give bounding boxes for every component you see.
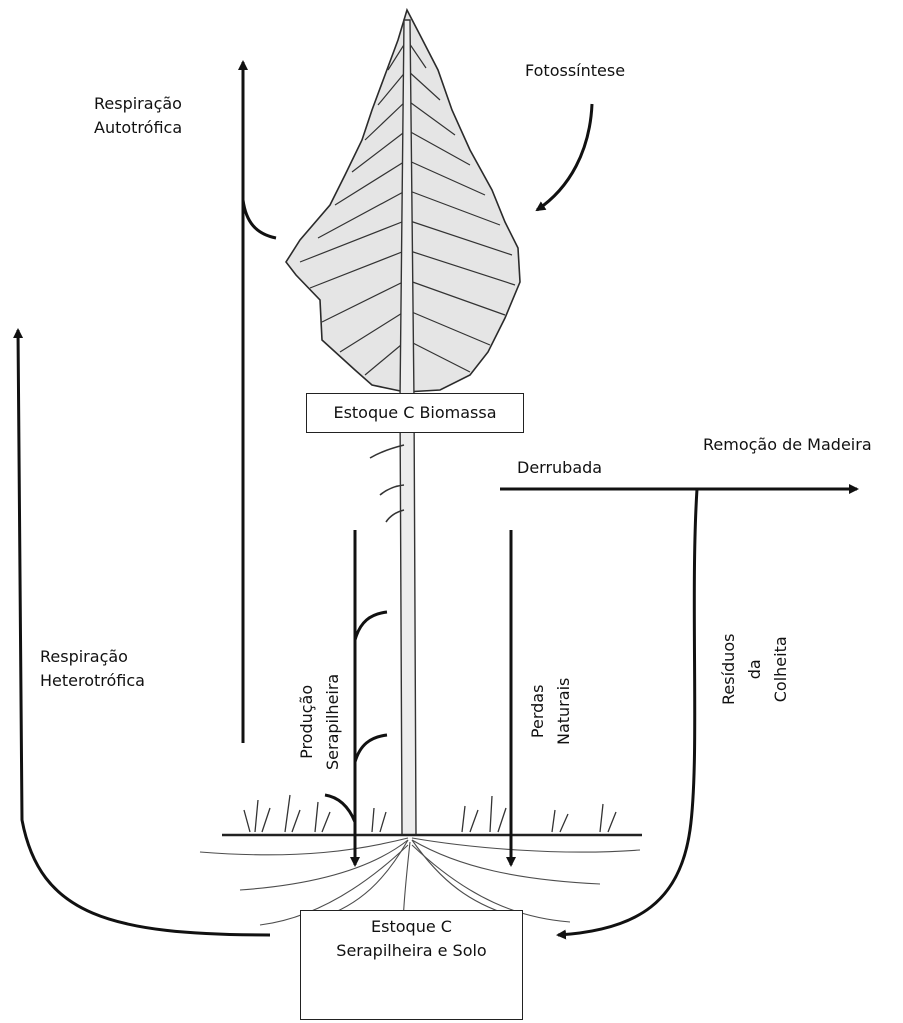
arrow-residuos-colheita xyxy=(558,489,697,935)
label-respiracao-autotrofica-line-1: Respiração xyxy=(94,92,182,116)
label-residuos-colheita-line-3: Colheita xyxy=(768,634,794,705)
label-perdas-naturais-line-1: Perdas xyxy=(525,678,551,745)
label-residuos-colheita-line-2: da xyxy=(742,634,768,705)
label-respiracao-heterotrofica-line-2: Heterotrófica xyxy=(40,669,145,693)
arrow-respiracao-heterotrofica xyxy=(18,330,270,935)
box-estoque-serapilheira-solo-line-1: Estoque C xyxy=(301,915,522,939)
label-fotossintese: Fotossíntese xyxy=(525,59,625,83)
arrow-producao-serapilheira-branch-3 xyxy=(325,795,355,822)
arrow-fotossintese xyxy=(537,104,592,210)
ground-vegetation xyxy=(244,795,616,832)
label-respiracao-heterotrofica-line-1: Respiração xyxy=(40,645,145,669)
label-remocao-madeira: Remoção de Madeira xyxy=(703,433,872,457)
arrow-producao-serapilheira-branch-2 xyxy=(355,735,387,762)
box-estoque-serapilheira-solo: Estoque C Serapilheira e Solo xyxy=(300,910,523,1020)
label-producao-serapilheira-line-2: Serapilheira xyxy=(320,674,346,770)
label-respiracao-autotrofica-line-2: Autotrófica xyxy=(94,116,182,140)
label-derrubada: Derrubada xyxy=(517,456,602,480)
label-perdas-naturais: Perdas Naturais xyxy=(525,678,577,745)
label-perdas-naturais-line-2: Naturais xyxy=(551,678,577,745)
arrow-respiracao-autotrofica-branch xyxy=(243,200,276,238)
label-producao-serapilheira: Produção Serapilheira xyxy=(294,674,346,770)
box-estoque-serapilheira-solo-line-2: Serapilheira e Solo xyxy=(301,939,522,963)
label-residuos-colheita: Resíduos da Colheita xyxy=(716,634,794,705)
box-estoque-biomassa: Estoque C Biomassa xyxy=(306,393,524,433)
label-respiracao-heterotrofica: Respiração Heterotrófica xyxy=(40,645,145,693)
label-residuos-colheita-line-1: Resíduos xyxy=(716,634,742,705)
label-respiracao-autotrofica: Respiração Autotrófica xyxy=(94,92,182,140)
label-producao-serapilheira-line-1: Produção xyxy=(294,674,320,770)
arrow-producao-serapilheira-branch-1 xyxy=(355,612,387,640)
